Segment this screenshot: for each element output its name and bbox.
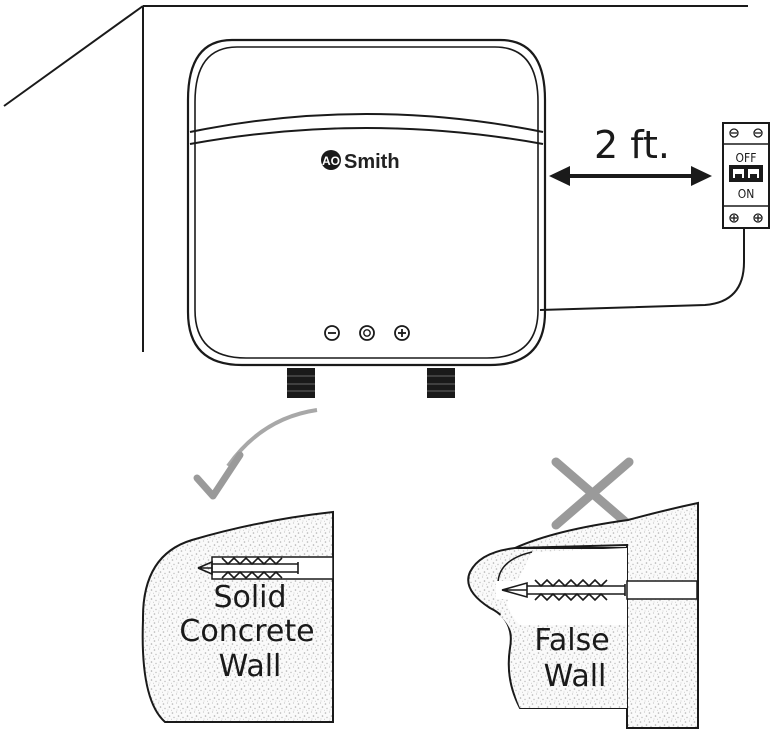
check-mark-icon: [193, 451, 244, 500]
false-wall-label-line-2: Wall: [544, 659, 607, 694]
brand-logo-letters: AO: [322, 154, 340, 168]
distance-label: 2 ft.: [594, 123, 670, 167]
breaker-screw-icon: [729, 128, 763, 223]
minus-circle-icon[interactable]: [324, 325, 340, 341]
plus-circle-icon[interactable]: [394, 325, 410, 341]
distance-arrow: [549, 166, 712, 186]
brand-logo: AO Smith: [321, 150, 400, 173]
power-cord: [539, 228, 745, 311]
breaker-off-label: OFF: [736, 151, 757, 165]
solid-concrete-wall: Solid Concrete Wall: [141, 510, 334, 723]
false-wall-label-line-1: False: [534, 623, 609, 658]
wall-anchor-good: [197, 556, 299, 580]
solid-wall-label-line-1: Solid: [213, 580, 286, 615]
pipe-fitting-right: [427, 368, 455, 398]
brand-name: Smith: [344, 151, 400, 173]
solid-wall-label-line-3: Wall: [219, 649, 282, 684]
room-wall: [3, 5, 748, 352]
false-wall: False Wall: [467, 501, 699, 729]
solid-wall-label-line-2: Concrete: [179, 614, 314, 649]
circuit-breaker: OFF ON: [722, 122, 770, 229]
breaker-on-label: ON: [738, 187, 755, 201]
pipe-fitting-left: [287, 368, 315, 398]
wall-anchor-bad: [501, 578, 626, 602]
breaker-switch[interactable]: [729, 165, 763, 182]
x-mark-icon: [551, 457, 634, 530]
power-knob-icon[interactable]: [359, 325, 375, 341]
water-heater: AO Smith: [186, 38, 547, 398]
